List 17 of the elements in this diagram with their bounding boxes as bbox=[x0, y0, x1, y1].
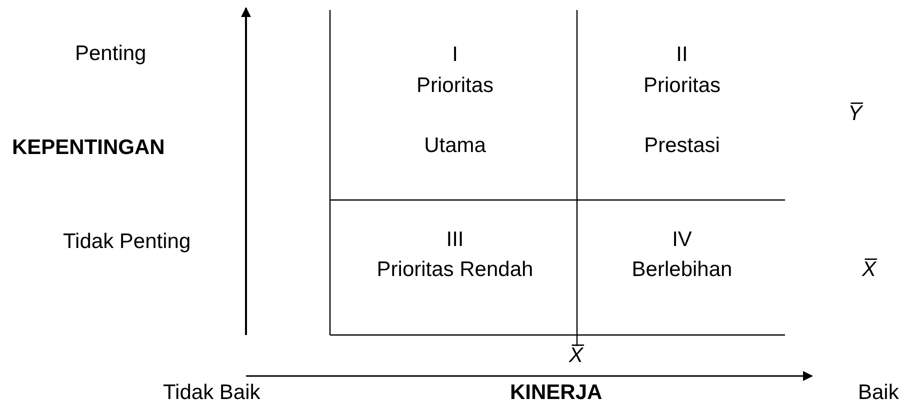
axis-title: KEPENTINGAN bbox=[12, 136, 165, 160]
axis-end-label: Baik bbox=[858, 381, 899, 405]
mean-symbol: Y̅ bbox=[848, 102, 862, 126]
mean-symbol: X̅ bbox=[569, 344, 584, 368]
axis-level-label: Penting bbox=[75, 42, 146, 66]
axis-end-label: Tidak Baik bbox=[163, 381, 260, 405]
quadrant-number: IV bbox=[671, 227, 693, 253]
quadrant-label: Prioritas Utama bbox=[415, 73, 495, 159]
axis-title: KINERJA bbox=[510, 381, 602, 405]
quadrant-label: Berlebihan bbox=[630, 257, 734, 283]
quadrant-label: Prioritas Rendah bbox=[376, 257, 534, 283]
mean-symbol: X̅ bbox=[862, 258, 876, 282]
quadrant-label: Prioritas Prestasi bbox=[642, 73, 722, 159]
quadrant-number: I bbox=[451, 42, 459, 68]
quadrant-number: III bbox=[445, 227, 465, 253]
quadrant-number: II bbox=[675, 42, 689, 68]
axis-level-label: Tidak Penting bbox=[63, 230, 191, 254]
